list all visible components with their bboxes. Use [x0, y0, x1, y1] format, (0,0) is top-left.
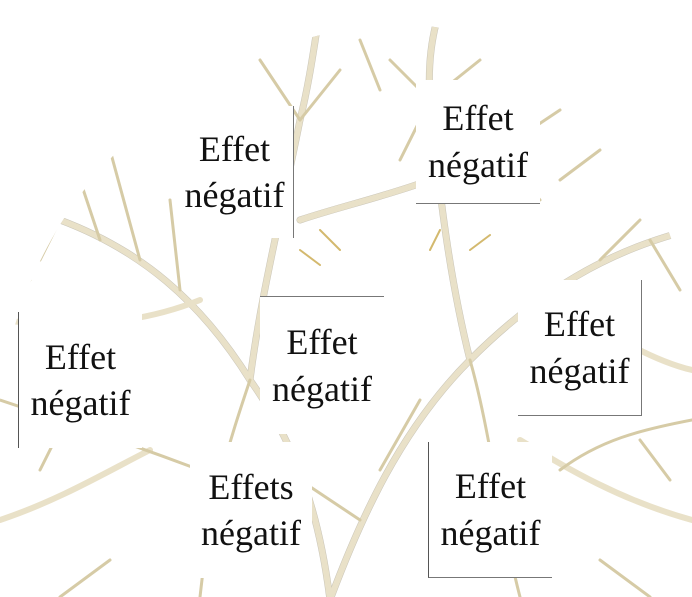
effect-label-qualifier: négatif: [441, 510, 541, 556]
effect-label-word: Effet: [442, 95, 513, 141]
effect-label-center: Effet négatif: [260, 296, 384, 434]
effect-label-word: Effet: [199, 126, 270, 172]
effect-label-bottom-left: Effets négatif: [190, 442, 312, 578]
effect-label-top-left: Effet négatif: [176, 106, 294, 238]
effect-label-word: Effet: [455, 463, 526, 509]
effect-label-word: Effet: [544, 301, 615, 347]
effect-label-word: Effet: [286, 319, 357, 365]
effect-label-word: Effets: [208, 464, 293, 510]
effect-label-qualifier: négatif: [201, 510, 301, 556]
effect-label-qualifier: négatif: [530, 348, 630, 394]
effect-label-qualifier: négatif: [185, 172, 285, 218]
effect-label-top-right: Effet négatif: [416, 80, 540, 204]
effect-label-qualifier: négatif: [428, 142, 528, 188]
effect-label-middle-left: Effet négatif: [18, 312, 142, 448]
effect-label-bottom-right: Effet négatif: [428, 442, 552, 578]
effect-label-qualifier: négatif: [31, 380, 131, 426]
effect-label-word: Effet: [45, 334, 116, 380]
effect-label-middle-right: Effet négatif: [518, 280, 642, 416]
effect-label-qualifier: négatif: [272, 366, 372, 412]
